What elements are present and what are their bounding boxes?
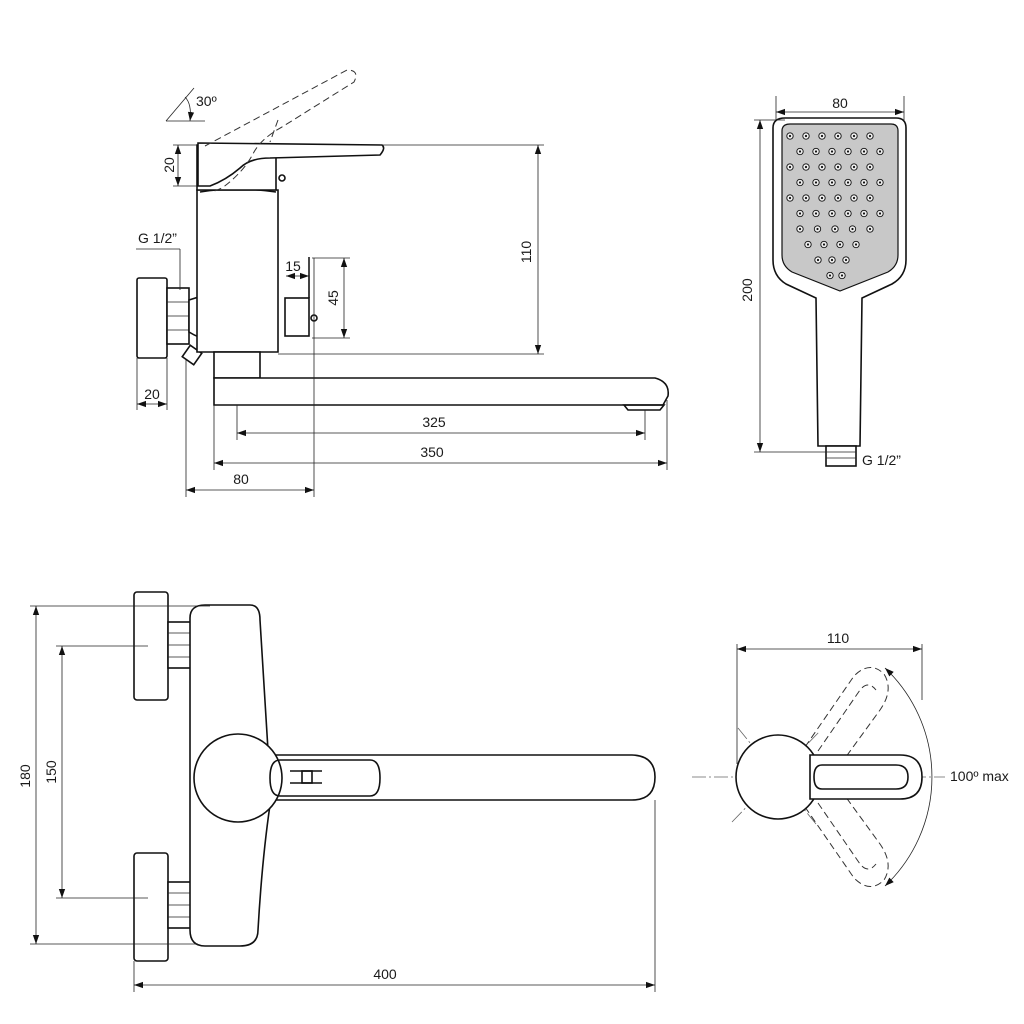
spray-nozzle-hole xyxy=(862,212,866,215)
spray-nozzle-hole xyxy=(846,181,850,184)
spray-nozzle-hole xyxy=(862,181,866,184)
wall-offset-label: 80 xyxy=(233,471,249,487)
lever-rotated-outlines xyxy=(804,667,889,887)
spray-nozzle-hole xyxy=(816,227,819,231)
spray-nozzle-hole xyxy=(868,227,872,231)
shower-width-label: 80 xyxy=(832,95,848,111)
spray-nozzle-hole xyxy=(820,134,824,138)
spray-nozzle-hole xyxy=(836,196,840,200)
spray-nozzle-hole xyxy=(788,134,792,138)
spray-nozzle-hole xyxy=(878,150,882,153)
overall-width-label: 400 xyxy=(373,966,397,982)
spray-nozzle-hole xyxy=(830,212,834,215)
lever-height-label: 20 xyxy=(161,157,177,173)
spray-nozzle-hole xyxy=(851,227,854,231)
spray-nozzles xyxy=(786,132,884,280)
spray-nozzle-hole xyxy=(852,196,856,200)
lever-span-label: 110 xyxy=(827,630,850,646)
spray-nozzle-hole xyxy=(830,258,834,262)
inlet-spacing-label: 150 xyxy=(43,760,59,784)
spray-nozzle-hole xyxy=(846,150,850,153)
spray-nozzle-hole xyxy=(844,258,848,262)
spray-nozzle-hole xyxy=(798,181,802,184)
spray-nozzle-hole xyxy=(868,196,872,200)
spray-nozzle-hole xyxy=(868,165,872,169)
spray-nozzle-hole xyxy=(788,196,792,200)
spray-nozzle-hole xyxy=(836,134,840,138)
spray-nozzle-hole xyxy=(814,212,818,215)
shower-height-label: 200 xyxy=(739,278,755,302)
spray-nozzle-hole xyxy=(804,134,808,138)
side-view: 30º 20 G 1/2” 15 45 110 20 325 xyxy=(136,69,670,497)
spray-nozzle-hole xyxy=(828,274,832,277)
spray-nozzle-hole xyxy=(822,243,826,246)
spray-nozzle-hole xyxy=(820,165,824,169)
spray-nozzle-hole xyxy=(878,212,882,215)
diverter-height-label: 45 xyxy=(325,290,341,306)
spout-reach-label: 325 xyxy=(422,414,446,430)
faucet-side-silhouette xyxy=(136,142,670,411)
spray-nozzle-hole xyxy=(838,243,842,246)
faucet-front-silhouette xyxy=(133,591,656,962)
spray-nozzle-hole xyxy=(806,243,810,246)
top-view: 100º max 110 xyxy=(692,630,1009,887)
inlet-thread-label: G 1/2” xyxy=(138,230,177,246)
spray-nozzle-hole xyxy=(830,150,834,153)
spray-nozzle-hole xyxy=(833,227,837,231)
spout-length-label: 350 xyxy=(420,444,444,460)
spray-nozzle-hole xyxy=(868,134,872,138)
hand-shower-view: 80 200 G 1/2” xyxy=(739,95,907,468)
spray-nozzle-hole xyxy=(862,150,866,153)
spray-nozzle-hole xyxy=(804,165,808,169)
spray-nozzle-hole xyxy=(814,150,818,153)
rotation-label: 100º max xyxy=(950,768,1009,784)
overall-height-label: 180 xyxy=(17,764,33,788)
spray-nozzle-hole xyxy=(846,212,850,215)
shower-thread-label: G 1/2” xyxy=(862,452,901,468)
spray-nozzle-hole xyxy=(820,196,824,200)
flange-depth-label: 20 xyxy=(144,386,160,402)
spray-nozzle-hole xyxy=(830,181,834,184)
spray-nozzle-hole xyxy=(816,258,820,262)
spray-nozzle-hole xyxy=(788,165,792,169)
front-view: 180 150 400 xyxy=(17,591,656,992)
diverter-width-label: 15 xyxy=(285,258,301,274)
spray-nozzle-hole xyxy=(836,165,840,169)
spray-nozzle-hole xyxy=(840,274,844,277)
spray-nozzle-hole xyxy=(804,196,808,200)
spray-nozzle-hole xyxy=(854,243,858,246)
spray-nozzle-hole xyxy=(852,134,856,138)
spray-nozzle-hole xyxy=(798,150,802,153)
spray-nozzle-hole xyxy=(814,181,818,184)
faucet-height-label: 110 xyxy=(518,241,534,264)
spray-nozzle-hole xyxy=(878,181,882,184)
spray-nozzle-hole xyxy=(852,165,856,169)
spray-nozzle-hole xyxy=(798,227,802,231)
spray-nozzle-hole xyxy=(798,212,802,215)
angle-label: 30º xyxy=(196,93,217,109)
lever-raised-outline xyxy=(204,69,357,193)
